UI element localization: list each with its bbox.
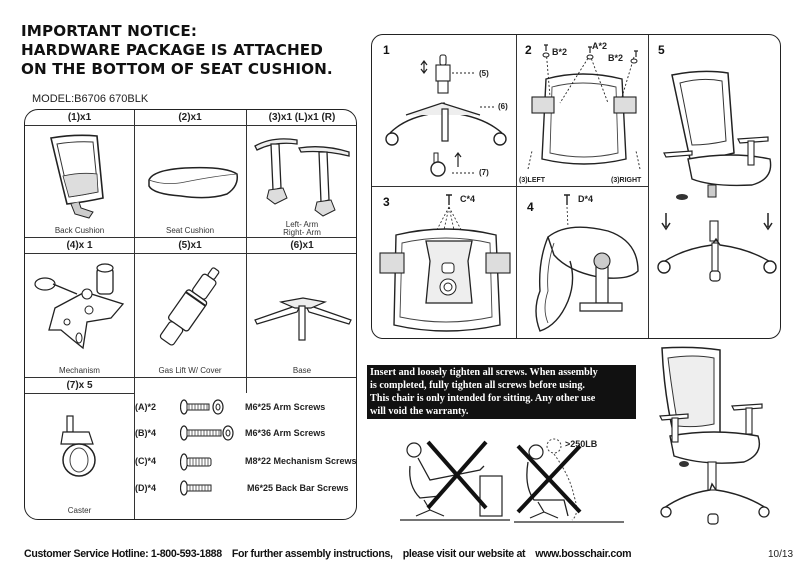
warranty-warning: Insert and loosely tighten all screws. W…: [367, 365, 636, 419]
part-7-qty: (7)x 5: [66, 380, 93, 391]
warning-line-2: is completed, fully tighten all screws b…: [370, 380, 585, 391]
assembly-steps: 1 (5) (6) (7) 2 B*2: [371, 34, 781, 339]
hardware-row-a: (A)*2 M6*25 Arm Screws: [135, 399, 356, 415]
hardware-spec: M6*36 Arm Screws: [245, 428, 326, 438]
hardware-spec: M8*22 Mechanism Screws: [245, 456, 357, 466]
screw-icon: [180, 453, 212, 471]
hardware-spec: M6*25 Arm Screws: [245, 402, 326, 412]
part-6-name: Base: [292, 366, 312, 375]
hardware-row-d: (D)*4 M6*25 Back Bar Screws: [135, 480, 356, 496]
label-part-6: (6): [498, 102, 508, 111]
part-6-qty: (6)x1: [290, 240, 314, 251]
notice-line-3: ON THE BOTTOM OF SEAT CUSHION.: [21, 60, 333, 78]
footer: Customer Service Hotline: 1-800-593-1888…: [24, 548, 639, 560]
divider: [372, 186, 648, 187]
step-1-number: 1: [383, 43, 390, 57]
hardware-code: (A)*2: [135, 402, 157, 412]
important-notice: IMPORTANT NOTICE: HARDWARE PACKAGE IS AT…: [21, 22, 361, 79]
screw-icon: [180, 480, 212, 496]
hardware-spec: M6*25 Back Bar Screws: [247, 483, 349, 493]
divider: [25, 377, 356, 378]
divider: [25, 253, 356, 254]
step-2-number: 2: [525, 43, 532, 57]
gas-lift-icon: [159, 267, 220, 346]
label-d: D*4: [578, 194, 594, 204]
label-left-arm: (3)LEFT: [519, 177, 546, 184]
page-number: 10/13: [768, 549, 794, 560]
label-c: C*4: [460, 194, 476, 204]
screw-with-washer-icon: [180, 399, 224, 415]
divider: [25, 125, 356, 126]
divider: [25, 237, 356, 238]
divider: [648, 35, 649, 338]
step-3-diagram: [379, 194, 511, 332]
step-3-number: 3: [383, 195, 390, 209]
step-4-number: 4: [527, 200, 534, 214]
caster-icon: [60, 415, 96, 477]
hardware-code: (B)*4: [135, 428, 157, 438]
label-part-7: (7): [479, 168, 489, 177]
mechanism-icon: [34, 263, 125, 350]
warning-line-1: Insert and loosely tighten all screws. W…: [370, 367, 598, 378]
customer-hotline: Customer Service Hotline: 1-800-593-1888: [24, 548, 222, 560]
part-2-qty: (2)x1: [178, 112, 202, 123]
part-1-qty: (1)x1: [67, 112, 92, 123]
website-link[interactable]: www.bosschair.com: [535, 548, 632, 560]
notice-title: IMPORTANT NOTICE:: [21, 22, 198, 40]
base-icon: [254, 297, 352, 341]
screw-with-washer-icon: [180, 425, 234, 441]
step-4-diagram: [535, 194, 639, 332]
part-3-name-left: Left- Arm: [285, 220, 319, 229]
parts-table: (1)x1 (2)x1 (3)x1 (L)x1 (R) Back Cushion…: [24, 109, 357, 520]
model-number: MODEL:B6706 670BLK: [32, 93, 149, 105]
notice-line-2: HARDWARE PACKAGE IS ATTACHED: [21, 41, 323, 59]
weight-limit-icon: [514, 438, 624, 523]
assembly-instructions-text: For further assembly instructions,: [231, 548, 393, 560]
hardware-row-c: (C)*4 M8*22 Mechanism Screws: [135, 453, 357, 471]
label-right-arm: (3)RIGHT: [611, 177, 642, 184]
back-cushion-icon: [50, 134, 104, 219]
part-3-name-right: Right- Arm: [283, 228, 321, 237]
hardware-code: (C)*4: [135, 456, 157, 466]
step-2-diagram: [527, 44, 641, 170]
warning-line-4: will void the warranty.: [370, 406, 469, 417]
label-a: A*2: [592, 41, 608, 51]
website-prompt: please visit our website at: [402, 548, 526, 560]
part-4-name: Mechanism: [59, 366, 100, 375]
hardware-row-b: (B)*4 M6*36 Arm Screws: [135, 425, 356, 441]
warning-line-3: This chair is only intended for sitting.…: [370, 393, 596, 404]
divider: [516, 35, 517, 338]
part-1-name: Back Cushion: [54, 226, 105, 235]
divider: [25, 393, 134, 394]
part-5-name: Gas Lift W/ Cover: [158, 366, 222, 375]
part-7-name: Caster: [67, 506, 92, 515]
label-b-left: B*2: [552, 47, 568, 57]
label-part-5: (5): [479, 69, 489, 78]
divider: [134, 110, 135, 519]
hardware-code: (D)*4: [135, 483, 157, 493]
divider: [246, 110, 247, 393]
assembled-chair-icon: [659, 346, 770, 525]
part-5-qty: (5)x1: [178, 240, 202, 251]
label-b-right: B*2: [608, 53, 624, 63]
weight-limit-label: >250LB: [565, 439, 598, 449]
step-1-diagram: [385, 54, 507, 177]
step-5-diagram: [657, 70, 777, 282]
armrests-icon: [254, 138, 350, 217]
seat-cushion-icon: [148, 166, 239, 199]
no-feet-on-desk-icon: [400, 440, 510, 521]
part-4-qty: (4)x 1: [66, 240, 93, 251]
part-3-qty: (3)x1 (L)x1 (R): [268, 112, 336, 123]
part-2-name: Seat Cushion: [165, 226, 215, 235]
step-5-number: 5: [658, 43, 665, 57]
